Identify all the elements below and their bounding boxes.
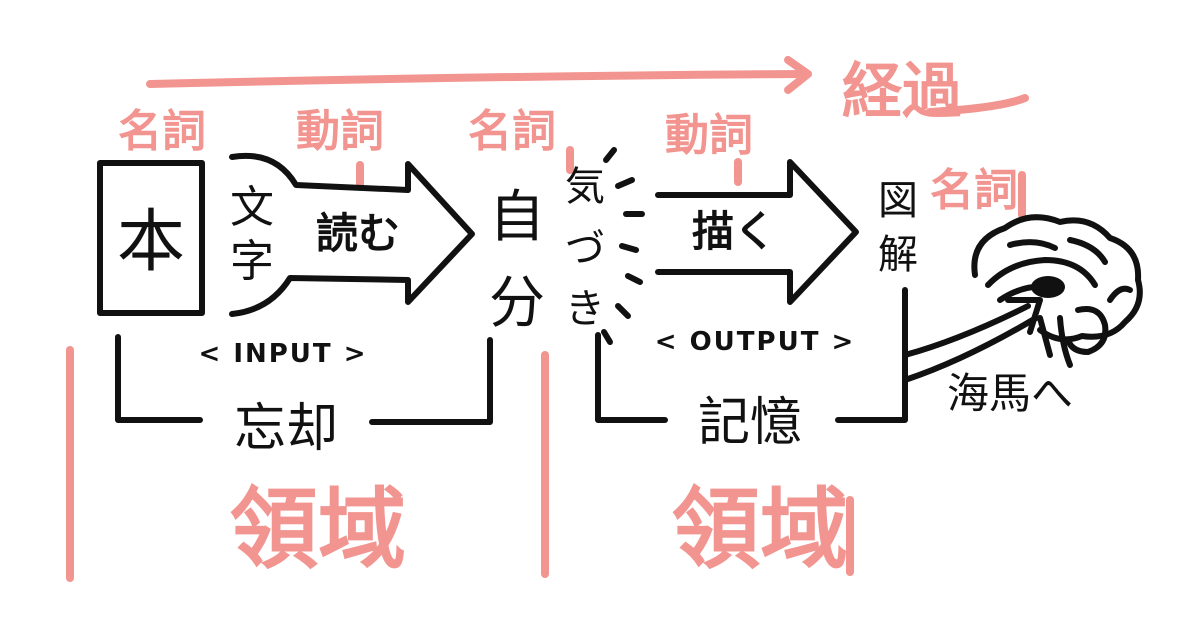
book-label: 本: [117, 203, 185, 282]
timeline-label-swoosh: [926, 94, 1029, 116]
forget-bracket: [115, 334, 493, 425]
timeline-arrow: [146, 56, 812, 94]
draw-arrow: [655, 159, 859, 305]
domain-label-right: 領域: [672, 478, 848, 581]
hippocampus-arrow: [902, 297, 1043, 383]
domain-label-left: 領域: [230, 478, 406, 581]
input-mode-label: < INPUT >: [198, 339, 367, 369]
word-class-noun-3: 名詞: [930, 165, 1018, 216]
word-class-verb-1: 動詞: [296, 106, 384, 157]
output-mode-label: < OUTPUT >: [655, 327, 856, 357]
self-char-2: 分: [489, 271, 545, 336]
brain-icon: [971, 214, 1143, 368]
timeline-label: 経過: [842, 57, 963, 127]
awareness-sparks: [601, 147, 645, 345]
diagram-char-2: 解: [878, 232, 918, 278]
awareness-char-2: づ: [565, 226, 605, 272]
draw-action-label: 描く: [692, 207, 776, 256]
word-class-ticks: [356, 146, 1026, 219]
word-class-noun-1: 名詞: [118, 106, 206, 157]
memory-label: 記憶: [698, 393, 802, 453]
diagram-char-1: 図: [878, 178, 918, 224]
memory-bracket: [595, 287, 908, 423]
word-class-noun-2: 名詞: [468, 106, 556, 157]
forget-label: 忘却: [234, 399, 338, 459]
domain-dividers: [66, 346, 854, 582]
read-arrow: [229, 152, 475, 317]
hippocampus-label: 海馬へ: [947, 369, 1073, 418]
letters-char-1: 文: [230, 182, 274, 233]
self-char-1: 自: [489, 185, 545, 250]
read-action-label: 読む: [316, 209, 400, 258]
letters-char-2: 字: [230, 236, 274, 287]
word-class-verb-2: 動詞: [665, 110, 753, 161]
awareness-char-3: き: [565, 286, 605, 332]
awareness-char-1: 気: [565, 164, 605, 210]
book-box: [97, 160, 205, 316]
